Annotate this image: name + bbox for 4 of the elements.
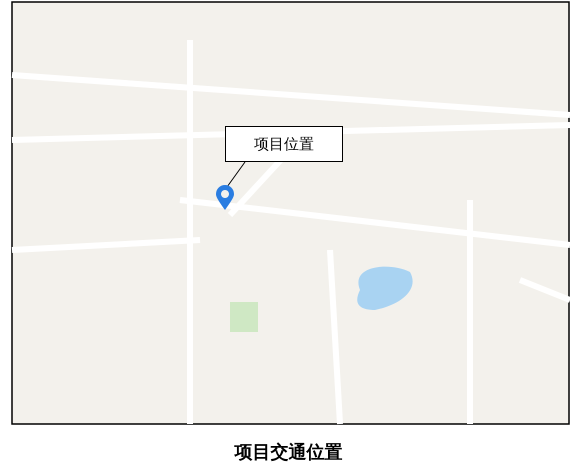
- callout-box: [225, 126, 343, 162]
- figure-caption: 项目交通位置: [233, 441, 344, 464]
- location-pin-icon: [214, 185, 236, 211]
- callout-text: 项目位置: [254, 134, 314, 154]
